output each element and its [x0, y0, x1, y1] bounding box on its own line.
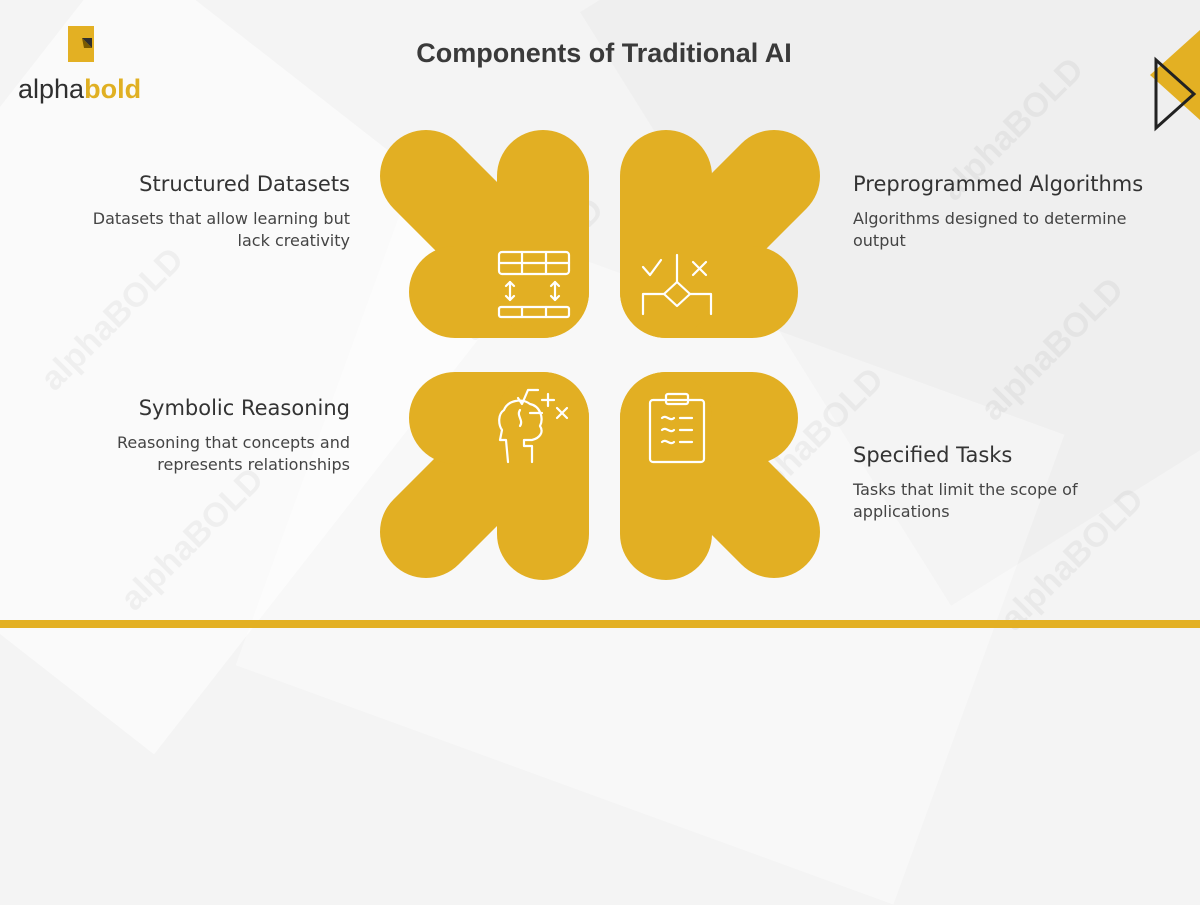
arrow-top-right	[620, 129, 820, 338]
arrow-bottom-right	[620, 372, 820, 580]
logo-mark-icon	[68, 26, 94, 62]
component-specified-tasks: Specified Tasks Tasks that limit the sco…	[853, 441, 1153, 523]
clipboard-icon	[648, 392, 706, 464]
component-title: Preprogrammed Algorithms	[853, 172, 1144, 196]
component-description: Reasoning that concepts and represents r…	[116, 433, 350, 474]
decision-flow-icon	[641, 253, 713, 316]
component-structured-datasets: Structured Datasets Datasets that allow …	[80, 170, 350, 252]
logo-text-alpha: alpha	[18, 74, 85, 104]
head-math-icon	[498, 388, 569, 464]
component-description: Algorithms designed to determine output	[853, 209, 1127, 250]
arrow-bottom-left	[380, 372, 589, 580]
component-title: Symbolic Reasoning	[138, 396, 350, 420]
brand-logo: alphabold	[18, 26, 148, 106]
component-preprogrammed-algorithms: Preprogrammed Algorithms Algorithms desi…	[853, 170, 1153, 252]
component-title: Structured Datasets	[139, 172, 350, 196]
logo-text-bold: bold	[84, 74, 142, 104]
logo-wordmark: alphabold	[18, 74, 141, 105]
table-icon	[497, 250, 571, 319]
component-symbolic-reasoning: Symbolic Reasoning Reasoning that concep…	[80, 394, 350, 476]
component-description: Datasets that allow learning but lack cr…	[92, 209, 350, 250]
corner-play-icon	[1150, 30, 1200, 132]
arrows-diagram	[380, 129, 820, 580]
page-title: Components of Traditional AI	[416, 38, 792, 68]
component-title: Specified Tasks	[853, 443, 1013, 467]
arrow-top-left	[380, 129, 589, 338]
component-description: Tasks that limit the scope of applicatio…	[853, 480, 1078, 521]
bottom-accent-bar	[0, 620, 1200, 628]
